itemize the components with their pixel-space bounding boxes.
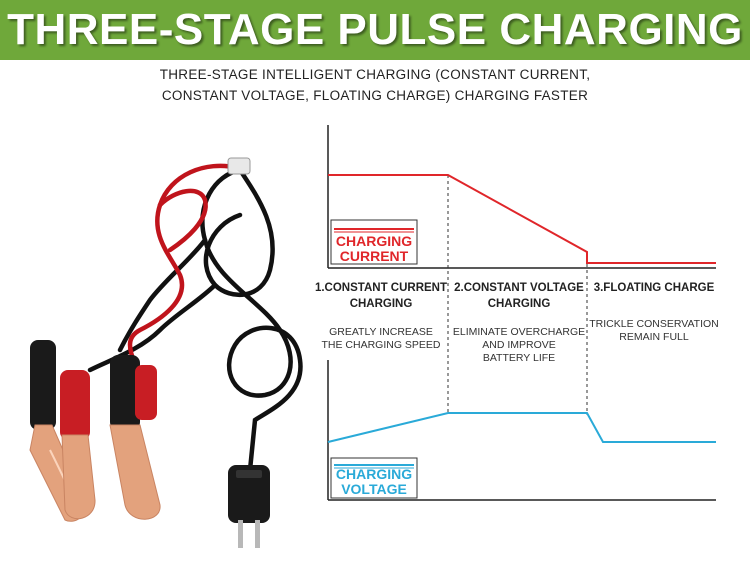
subtitle: THREE-STAGE INTELLIGENT CHARGING (CONSTA… [0, 64, 750, 106]
voltage-legend-line-2: VOLTAGE [341, 481, 407, 497]
stage-3: 3.FLOATING CHARGE TRICKLE CONSERVATION R… [588, 280, 720, 344]
voltage-legend-line-1: CHARGING [335, 466, 413, 482]
current-legend-line-2: CURRENT [339, 248, 409, 264]
page-title: THREE-STAGE PULSE CHARGING [7, 5, 743, 54]
subtitle-line-1: THREE-STAGE INTELLIGENT CHARGING (CONSTA… [159, 67, 591, 82]
current-legend: CHARGING CURRENT [331, 234, 417, 264]
subtitle-line-2: CONSTANT VOLTAGE, FLOATING CHARGE) CHARG… [161, 88, 589, 103]
voltage-legend: CHARGING VOLTAGE [331, 467, 417, 497]
stage-1: 1.CONSTANT CURRENT CHARGING GREATLY INCR… [310, 280, 452, 352]
stage-3-desc: TRICKLE CONSERVATION REMAIN FULL [589, 318, 719, 343]
title-banner: THREE-STAGE PULSE CHARGING [0, 0, 750, 60]
voltage-label-box [330, 457, 418, 499]
voltage-curve [327, 412, 716, 443]
current-curve [328, 174, 716, 264]
current-legend-line-1: CHARGING [335, 233, 413, 249]
stage-2: 2.CONSTANT VOLTAGE CHARGING ELIMINATE OV… [449, 280, 589, 365]
stage-1-title: 1.CONSTANT CURRENT CHARGING [314, 282, 448, 310]
stage-2-title: 2.CONSTANT VOLTAGE CHARGING [454, 282, 584, 310]
stage-1-desc: GREATLY INCREASE THE CHARGING SPEED [321, 326, 441, 351]
cable-clamp-icon [29, 157, 303, 548]
stage-3-title: 3.FLOATING CHARGE [593, 282, 715, 294]
current-label-box [330, 219, 418, 265]
stage-2-desc: ELIMINATE OVERCHARGE AND IMPROVE BATTERY… [452, 326, 586, 364]
